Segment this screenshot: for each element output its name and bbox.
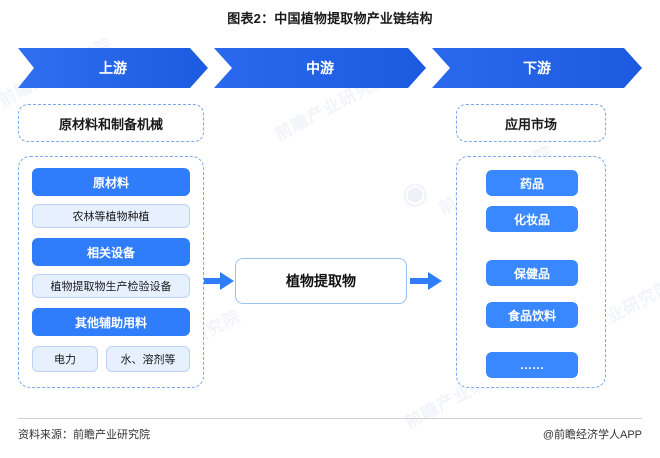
- upstream-item-water-solvent[interactable]: 水、溶剂等: [106, 346, 190, 372]
- page-title: 图表2：中国植物提取物产业链结构: [227, 11, 433, 26]
- credit-text: @前瞻经济学人APP: [542, 429, 642, 441]
- downstream-item-food-beverage[interactable]: 食品饮料: [486, 302, 578, 328]
- upstream-item-inspection-equipment[interactable]: 植物提取物生产检验设备: [32, 274, 190, 298]
- downstream-item-pharmaceutical[interactable]: 药品: [486, 170, 578, 196]
- source-text: 资料来源：前瞻产业研究院: [18, 429, 150, 441]
- upstream-header: 原材料和制备机械: [18, 104, 204, 142]
- footer-divider: [18, 418, 642, 419]
- upstream-item-equipment[interactable]: 相关设备: [32, 238, 190, 266]
- downstream-header: 应用市场: [456, 104, 606, 142]
- downstream-item-health-products[interactable]: 保健品: [486, 260, 578, 286]
- downstream-item-cosmetics[interactable]: 化妆品: [486, 206, 578, 232]
- upstream-item-auxiliary-material[interactable]: 其他辅助用料: [32, 308, 190, 336]
- downstream-item-others[interactable]: ……: [486, 352, 578, 378]
- stage-band: 上游 中游 下游: [18, 48, 642, 88]
- upstream-item-planting[interactable]: 农林等植物种植: [32, 204, 190, 228]
- stage-chevron-downstream[interactable]: 下游: [432, 48, 642, 88]
- watermark-logo-icon: ◉: [402, 177, 429, 210]
- upstream-item-raw-material[interactable]: 原材料: [32, 168, 190, 196]
- stage-chevron-midstream[interactable]: 中游: [214, 48, 426, 88]
- upstream-item-electricity[interactable]: 电力: [32, 346, 98, 372]
- stage-chevron-upstream[interactable]: 上游: [18, 48, 208, 88]
- midstream-box[interactable]: 植物提取物: [235, 258, 407, 304]
